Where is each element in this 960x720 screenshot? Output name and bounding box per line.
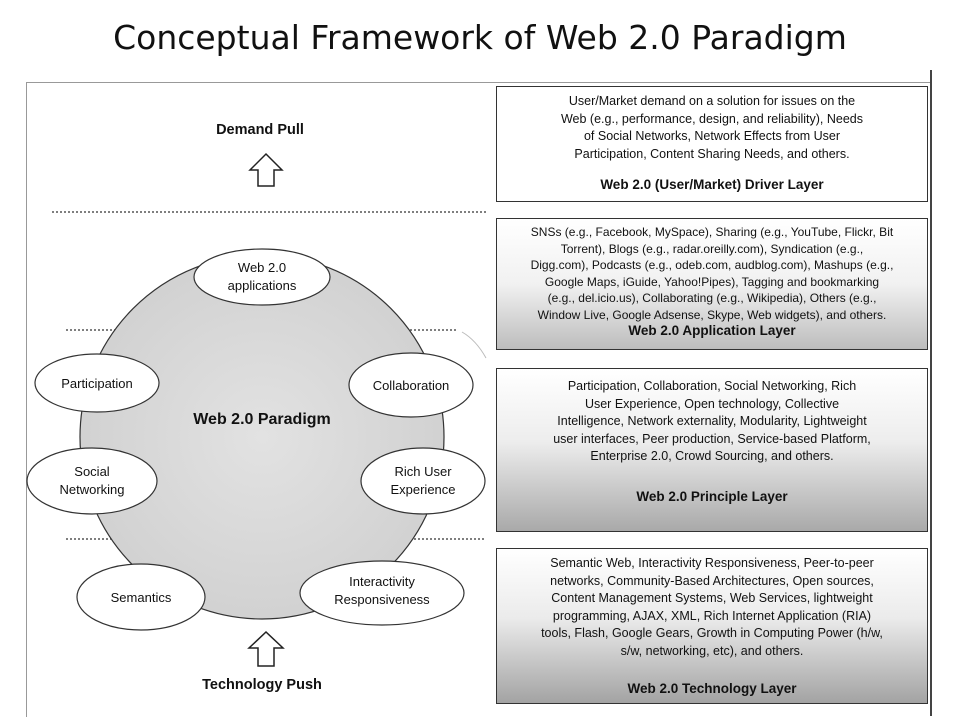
node-label: applications bbox=[228, 278, 297, 293]
desc-line: User Experience, Open technology, Collec… bbox=[584, 396, 840, 411]
layer-description: User/Market demand on a solution for iss… bbox=[497, 87, 927, 163]
desc-line: Google Maps, iGuide, Yahoo!Pipes), Taggi… bbox=[544, 274, 880, 289]
technology-layer-box: Semantic Web, Interactivity Responsivene… bbox=[496, 548, 928, 704]
desc-line: (e.g., del.icio.us), Collaborating (e.g.… bbox=[547, 291, 877, 305]
desc-line: programming, AJAX, XML, Rich Internet Ap… bbox=[552, 608, 872, 623]
node-label: Web 2.0 bbox=[238, 260, 286, 275]
desc-line: networks, Community-Based Architectures,… bbox=[550, 573, 874, 588]
node-label: Social bbox=[74, 464, 110, 479]
desc-line: Participation, Collaboration, Social Net… bbox=[567, 379, 857, 393]
node-rich-user-experience: Rich User Experience bbox=[360, 447, 486, 515]
principle-layer-box: Participation, Collaboration, Social Net… bbox=[496, 368, 928, 532]
node-social-networking: Social Networking bbox=[26, 447, 158, 515]
desc-line: s/w, networking, etc), and others. bbox=[620, 643, 804, 658]
application-layer-box: SNSs (e.g., Facebook, MySpace), Sharing … bbox=[496, 218, 928, 350]
desc-line: Torrent), Blogs (e.g., radar.oreilly.com… bbox=[560, 241, 864, 256]
desc-line: user interfaces, Peer production, Servic… bbox=[553, 431, 871, 446]
node-interactivity-responsiveness: Interactivity Responsiveness bbox=[299, 560, 465, 626]
desc-line: Content Management Systems, Web Services… bbox=[551, 591, 873, 605]
desc-line: Digg.com), Podcasts (e.g., odeb.com, aud… bbox=[530, 258, 894, 272]
slide-title: Conceptual Framework of Web 2.0 Paradigm bbox=[113, 18, 847, 57]
driver-layer-box: User/Market demand on a solution for iss… bbox=[496, 86, 928, 202]
layer-name: Web 2.0 (User/Market) Driver Layer bbox=[600, 177, 824, 192]
layer-name: Web 2.0 Application Layer bbox=[628, 323, 796, 338]
node-collaboration: Collaboration bbox=[348, 352, 474, 418]
layer-description: SNSs (e.g., Facebook, MySpace), Sharing … bbox=[497, 219, 927, 323]
paradigm-center-label: Web 2.0 Paradigm bbox=[193, 411, 331, 428]
layer-description: Semantic Web, Interactivity Responsivene… bbox=[497, 549, 927, 660]
desc-line: Intelligence, Network externality, Modul… bbox=[557, 414, 867, 428]
node-label: Rich User bbox=[394, 464, 452, 479]
demand-pull-arrow-icon bbox=[248, 152, 284, 187]
node-label: Experience bbox=[390, 482, 455, 497]
node-label: Responsiveness bbox=[334, 592, 430, 607]
layer-name: Web 2.0 Technology Layer bbox=[627, 681, 797, 696]
node-label: Semantics bbox=[111, 590, 172, 605]
node-participation: Participation bbox=[34, 353, 160, 413]
technology-push-arrow-icon bbox=[247, 630, 285, 667]
node-label: Interactivity bbox=[349, 574, 415, 589]
technology-push-label: Technology Push bbox=[202, 677, 322, 693]
desc-line: tools, Flash, Google Gears, Growth in Co… bbox=[541, 626, 883, 640]
desc-line: of Social Networks, Network Effects from… bbox=[583, 129, 841, 143]
desc-line: Web (e.g., performance, design, and reli… bbox=[560, 111, 863, 126]
node-semantics: Semantics bbox=[76, 563, 206, 631]
diagram-frame bbox=[26, 82, 931, 717]
stray-mark bbox=[461, 331, 487, 359]
node-web20-applications: Web 2.0 applications bbox=[193, 248, 331, 306]
desc-line: Participation, Content Sharing Needs, an… bbox=[574, 146, 850, 161]
desc-line: User/Market demand on a solution for iss… bbox=[568, 94, 856, 108]
desc-line: SNSs (e.g., Facebook, MySpace), Sharing … bbox=[530, 225, 894, 239]
node-label: Collaboration bbox=[373, 378, 450, 393]
desc-line: Enterprise 2.0, Crowd Sourcing, and othe… bbox=[590, 449, 834, 463]
layer-description: Participation, Collaboration, Social Net… bbox=[497, 369, 927, 466]
node-label: Participation bbox=[61, 376, 133, 391]
desc-line: Semantic Web, Interactivity Responsivene… bbox=[550, 556, 874, 570]
demand-pull-label: Demand Pull bbox=[216, 122, 304, 138]
desc-line: Window Live, Google Adsense, Skype, Web … bbox=[537, 307, 887, 322]
layer-name: Web 2.0 Principle Layer bbox=[636, 489, 788, 504]
node-label: Networking bbox=[59, 482, 124, 497]
right-border-line bbox=[930, 70, 932, 716]
